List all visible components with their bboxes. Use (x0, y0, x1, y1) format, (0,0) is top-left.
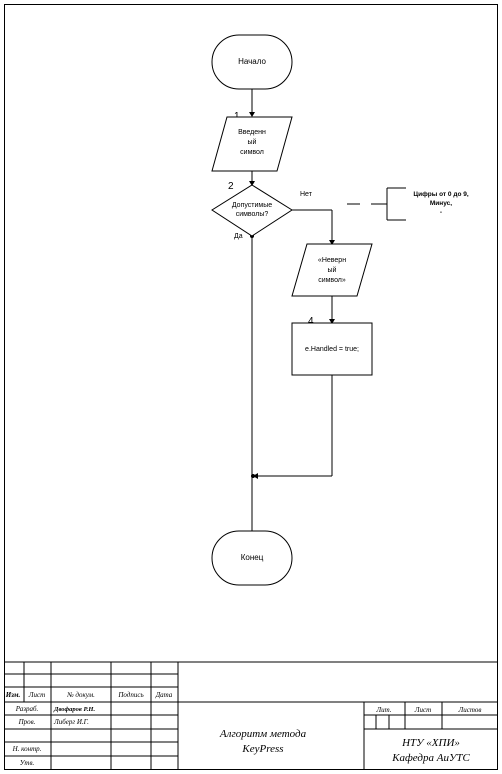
output-block-3: 3 «Неверн ый символ» (291, 243, 373, 297)
node-4-line-1: e.Handled = true; (305, 346, 359, 353)
title-block: Изм. Лист № докум. Подпись Дата Разраб. … (4, 661, 498, 770)
role-approved: Утв. (20, 759, 35, 767)
branch-yes-label: Да (234, 233, 243, 240)
node-3-line-2: ый (328, 266, 337, 274)
comment-line-1: Цифры от 0 до 9, (413, 191, 468, 198)
node-1-line-1: Введенн (238, 129, 266, 136)
org-line-2: Кафедра АиУТС (391, 752, 470, 764)
node-2-line-1: Допустимые (232, 202, 272, 209)
node-3-line-1: «Неверн (318, 257, 346, 264)
node-number-4: 4 (308, 316, 314, 327)
node-1-line-2: ый (248, 138, 257, 146)
comment-annotation: Цифры от 0 до 9, Минус, - (347, 187, 469, 221)
role-developer: Разраб. (15, 705, 39, 713)
input-block-1: 1 Введенн ый символ (211, 111, 293, 172)
sheet-frame (4, 4, 498, 770)
start-terminator: Начало (211, 34, 293, 90)
name-checker: Либерг И.Г. (53, 718, 89, 726)
connectors (249, 89, 335, 531)
process-block-4: 4 e.Handled = true; (291, 316, 373, 376)
end-label: Конец (241, 553, 264, 562)
branch-no-label: Нет (300, 191, 313, 198)
decision-block-2: 2 Допустимые символы? Нет Да (211, 181, 313, 240)
sheet-header: Лист (414, 706, 431, 714)
role-norm-control: Н. контр. (12, 745, 42, 753)
col-header-doc-number: № докум. (66, 691, 95, 699)
col-header-sheet: Лист (28, 691, 45, 699)
sheets-total-header: Листов (458, 706, 482, 714)
role-checker: Пров. (18, 718, 36, 726)
node-number-2: 2 (228, 181, 234, 192)
end-terminator: Конец (211, 530, 293, 586)
doc-title-line-1: Алгоритм метода (219, 728, 307, 740)
name-developer: Двофаров Р.Н. (53, 706, 95, 713)
comment-line-3: - (440, 209, 442, 216)
col-header-signature: Подпись (117, 691, 143, 699)
col-header-change: Изм. (5, 691, 21, 699)
lit-header: Лит. (375, 706, 391, 714)
node-1-line-3: символ (240, 149, 264, 156)
start-label: Начало (238, 57, 266, 66)
comment-line-2: Минус, (430, 200, 452, 207)
node-3-line-3: символ» (318, 277, 346, 284)
doc-title-line-2: KeyPress (241, 743, 283, 755)
col-header-date: Дата (155, 691, 173, 699)
org-line-1: НТУ «ХПИ» (401, 737, 460, 749)
node-2-line-2: символы? (236, 211, 269, 218)
